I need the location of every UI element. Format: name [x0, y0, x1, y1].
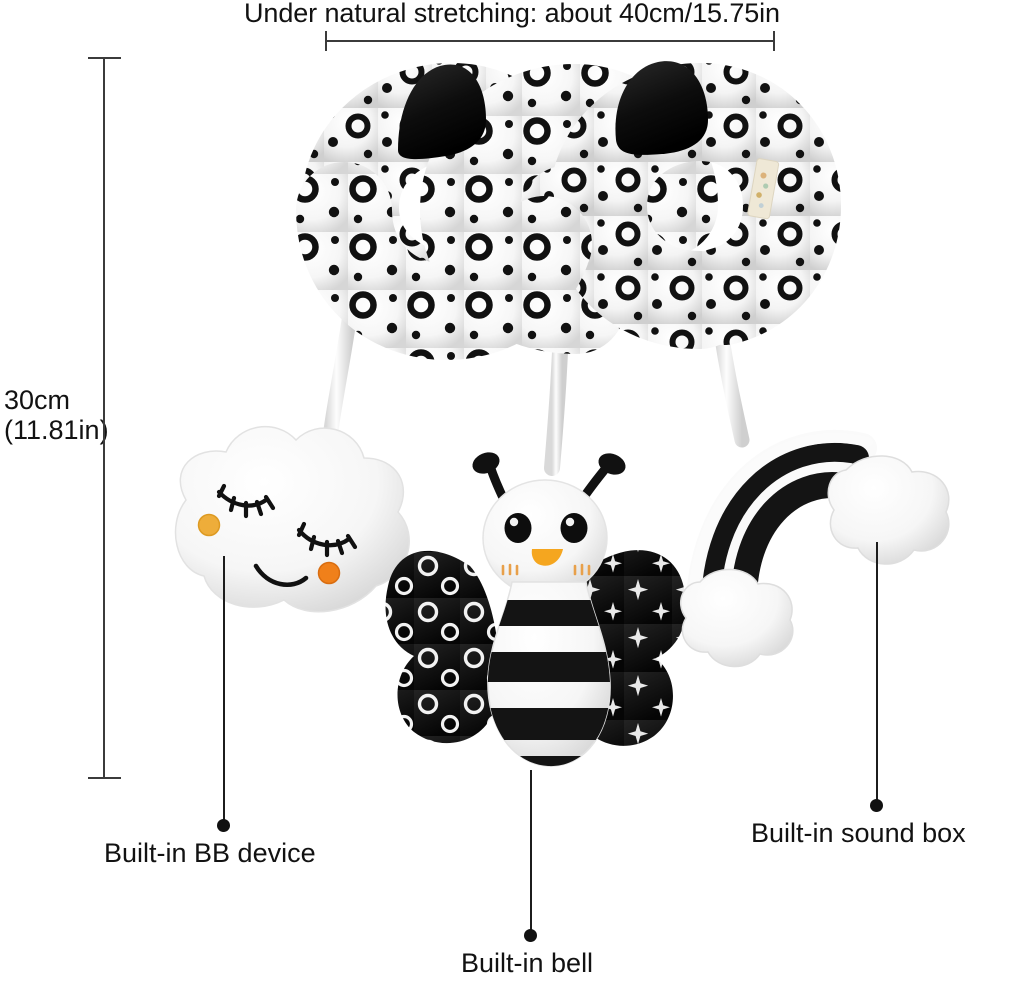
- top-dimension-cap-left: [325, 31, 327, 51]
- cloud-smile: [253, 563, 309, 587]
- bee-body: [487, 581, 611, 767]
- height-dimension-in: (11.81in): [4, 415, 109, 446]
- callout-label-bb-device: Built-in BB device: [104, 838, 316, 868]
- bee-stripes: [487, 600, 611, 767]
- top-dimension-label: Under natural stretching: about 40cm/15.…: [244, 0, 780, 28]
- bee-wing-left: [385, 550, 500, 744]
- height-dimension-line: [103, 57, 105, 778]
- bee-beak: [531, 549, 563, 566]
- callout-dot-bell: [524, 929, 537, 942]
- top-dimension-cap-right: [773, 31, 775, 51]
- rainbow-toy: [680, 429, 950, 668]
- cloud-eyes: [216, 483, 358, 558]
- height-dimension-cap-bottom: [88, 777, 121, 779]
- callout-leader-line-bell: [530, 770, 532, 934]
- bee-eyes: [504, 513, 588, 543]
- height-dimension-label: 30cm (11.81in): [4, 385, 109, 445]
- rainbow-cloud-left: [680, 568, 794, 668]
- cloud-cheek-right: [317, 561, 341, 585]
- callout-dot-sound-box: [870, 799, 883, 812]
- spiral-coil: [296, 61, 842, 361]
- rainbow-cloud-right: [827, 455, 950, 565]
- cloud-toy: [174, 425, 410, 613]
- bee-blush: [501, 563, 591, 576]
- bee-toy: [385, 452, 687, 767]
- top-dimension-line: [325, 40, 775, 42]
- coil-black-tips: [398, 61, 708, 160]
- callout-leader-line-sound-box: [876, 542, 878, 804]
- bee-head: [482, 479, 608, 597]
- height-dimension-cm: 30cm: [4, 385, 71, 415]
- callout-dot-bb-device: [217, 819, 230, 832]
- height-dimension-cap-top: [88, 57, 121, 59]
- callout-label-bell: Built-in bell: [461, 948, 594, 978]
- cloud-cheek-left: [197, 513, 221, 537]
- callout-label-sound-box: Built-in sound box: [751, 818, 966, 848]
- callout-leader-line-bb-device: [223, 556, 225, 824]
- brand-tag: [747, 158, 780, 220]
